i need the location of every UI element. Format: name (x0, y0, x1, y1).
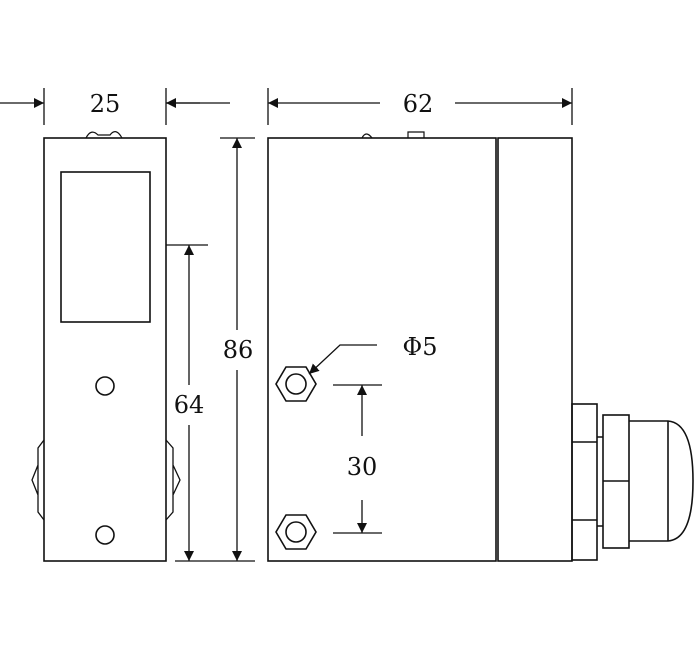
display-window (60, 171, 151, 323)
mount-hole-bottom (95, 525, 115, 545)
side-view (31, 131, 181, 562)
dim-width-side: 25 (86, 92, 124, 116)
dim-hole-diameter: Φ5 (402, 333, 438, 361)
hex-nut-bottom (275, 514, 317, 550)
dim-hole-spacing: 30 (343, 455, 381, 479)
front-view (267, 131, 573, 562)
mount-hole-top (95, 376, 115, 396)
dim-height-mount: 64 (170, 393, 208, 417)
cable-gland (571, 403, 694, 561)
dim-height-total: 86 (219, 338, 257, 362)
dim-width-front: 62 (399, 92, 437, 116)
dimension-lines (0, 88, 573, 562)
hex-nut-top (275, 366, 317, 402)
